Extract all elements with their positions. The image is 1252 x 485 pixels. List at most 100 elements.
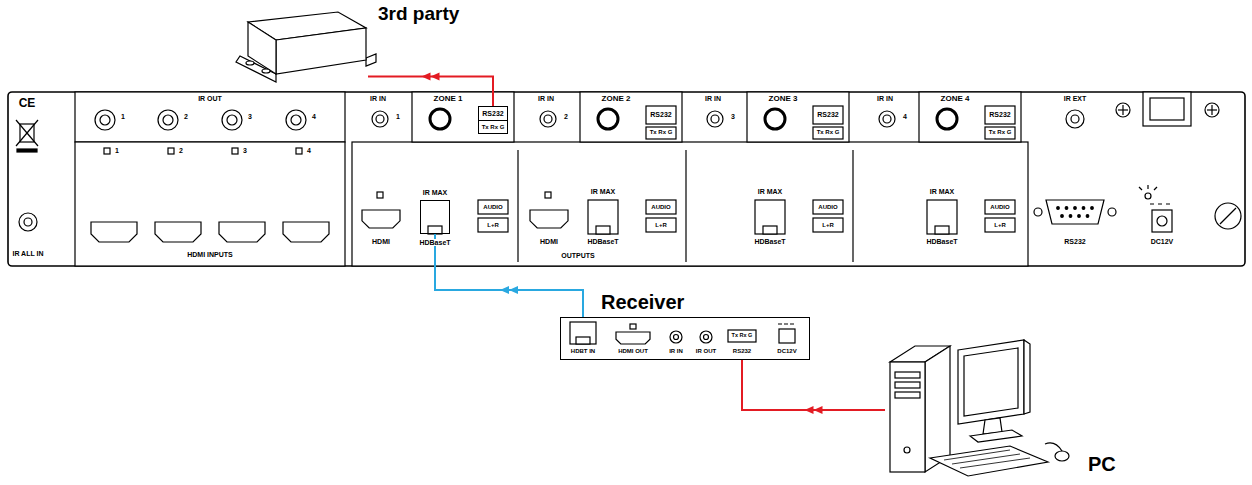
flange-hole [262,69,270,73]
panel-label: 3 [731,113,735,120]
rs232-port [985,106,1015,124]
hdmi-input-port [219,222,265,242]
drive-bay [895,372,920,378]
panel-label: HDBaseT [754,238,785,245]
panel-label: Tx Rx G [732,333,753,339]
screw [1205,103,1219,117]
panel-label: RS232 [650,111,671,118]
mouse [1055,451,1069,461]
hdbaset-port [755,200,785,234]
node-label: RS232 [479,107,508,120]
db9-screw [1034,208,1042,216]
panel-label: HDBaseT [926,238,957,245]
hdmi-icon [377,192,383,198]
panel-label: IR IN [538,95,554,102]
drive-bay [895,382,920,388]
port-box: IR MAXHDBaseT [420,200,450,234]
device-box: 3rd party [240,12,368,82]
dc-jack [1152,210,1172,232]
screw [1211,105,1212,115]
db9-screw [1108,208,1116,216]
cable-plug-mark [422,72,431,80]
db9-pin [1065,207,1068,210]
cable-plug-mark [805,406,814,414]
panel-label: 3 [243,147,247,154]
db9-pin [1069,215,1072,218]
flange-hole [246,61,254,65]
computer-box: PC [885,338,1045,482]
rs232-port [728,330,756,342]
weee-cross [16,120,38,146]
cable-plug-mark [431,72,440,80]
ir-out-jack [227,115,237,125]
panel-label: 2 [564,113,568,120]
node-label: 3rd party [378,4,459,23]
cable-connector [435,234,583,317]
hdbt-port [570,322,596,344]
audio-port [478,218,508,232]
ir-jack [24,218,32,226]
cable-connector [742,360,885,414]
panel-label: 3 [248,113,252,120]
ir-out-jack [704,335,709,340]
db9-pin [1074,207,1077,210]
audio-port [813,218,843,232]
panel-label: ZONE 2 [602,95,631,103]
hdbaset-port [927,200,957,234]
panel-label: 1 [396,113,400,120]
rj45-latch [428,226,442,234]
ir-ext-jack [1071,115,1079,123]
monitor-side [1024,340,1030,414]
hdmi-input-group [75,142,345,266]
drive-bay [895,392,920,398]
panel-label: L+R [994,222,1006,228]
db9-pin [1061,215,1064,218]
node-label: IR MAX [423,189,448,196]
monitor-base [970,430,1022,442]
polarity-symbol [778,323,794,324]
ir-out-jack [286,110,306,130]
ir-in-jack [879,111,895,127]
ir-out-jack [700,331,712,343]
cable-line [435,234,583,317]
rj45-latch [576,337,590,344]
polarity-symbol [1150,203,1170,204]
panel-label: IR MAX [591,188,616,195]
device-side [248,22,276,74]
panel-label: IR MAX [758,188,783,195]
panel-label: L+R [487,222,499,228]
db9-pin [1057,207,1060,210]
audio-port [813,200,843,214]
hdmi-output-port [616,332,650,344]
panel-label: Tx Rx G [650,129,673,135]
weee-bar [17,149,37,152]
rj45-latch [763,226,777,234]
zone-divider [517,150,518,262]
panel-label: ZONE 4 [941,95,970,103]
hdmi-output-port [362,210,400,228]
ir-out-jack [158,110,178,130]
rs232-port [813,106,843,124]
panel-label: 2 [184,113,188,120]
rs232-port [646,106,676,124]
ir-in-jack [540,111,556,127]
matrix-panel [8,92,1245,266]
panel-label: IR EXT [1064,95,1087,102]
panel-label: L+R [655,222,667,228]
cable-line [742,360,885,410]
ir-ext-jack [1066,110,1084,128]
led-ray [1147,185,1148,189]
panel-label: RS232 [989,111,1010,118]
ir-in-jack [376,115,384,123]
panel-label: HDMI [540,238,558,245]
panel-label: RS232 [1064,238,1085,245]
cable-plug-mark [509,286,518,294]
panel-label: Tx Rx G [817,129,840,135]
weee-cross [16,120,38,146]
panel-label: ZONE 3 [769,95,798,103]
ir-in-jack [883,115,891,123]
device-front [276,28,366,74]
panel-label: ZONE 1 [434,95,463,103]
hdmi-icon [168,148,174,154]
